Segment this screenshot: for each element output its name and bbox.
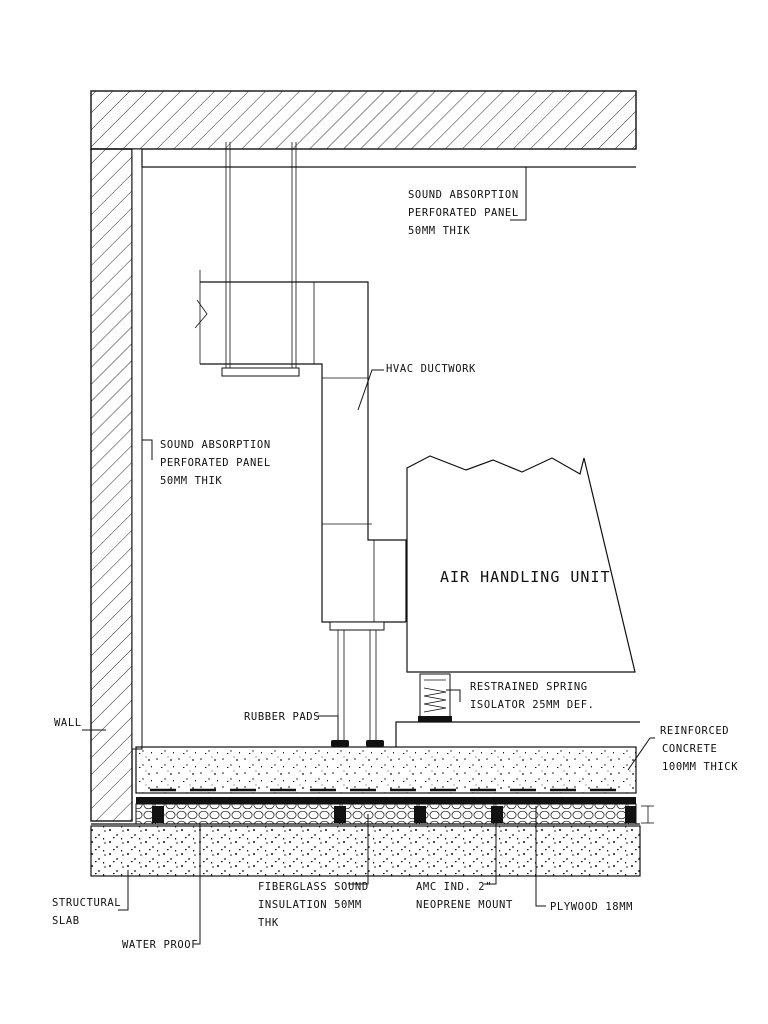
label-wall: WALL xyxy=(54,717,82,729)
svg-text:50MM THIK: 50MM THIK xyxy=(160,475,222,487)
air-handling-unit xyxy=(406,455,636,673)
label-neoprene: AMC IND. 2" NEOPRENE MOUNT xyxy=(416,881,513,911)
dimension-mark xyxy=(641,805,654,824)
svg-text:AMC IND. 2": AMC IND. 2" xyxy=(416,881,492,893)
wall-panel xyxy=(131,148,143,750)
hanger-rods xyxy=(221,142,300,377)
structural-slab xyxy=(90,823,641,877)
svg-text:INSULATION 50MM: INSULATION 50MM xyxy=(258,899,362,911)
spring-isolator xyxy=(395,673,640,747)
label-hvac: HVAC DUCTWORK xyxy=(386,363,476,375)
label-concrete: REINFORCED CONCRETE 100MM THICK xyxy=(660,725,738,773)
svg-text:SOUND ABSORPTION: SOUND ABSORPTION xyxy=(408,189,519,201)
svg-text:RESTRAINED SPRING: RESTRAINED SPRING xyxy=(470,681,588,693)
svg-text:50MM THIK: 50MM THIK xyxy=(408,225,470,237)
svg-text:NEOPRENE MOUNT: NEOPRENE MOUNT xyxy=(416,899,513,911)
label-rubber-pads: RUBBER PADS xyxy=(244,711,320,723)
plywood xyxy=(136,797,636,804)
reinforced-concrete xyxy=(135,746,637,794)
svg-text:THK: THK xyxy=(258,917,279,929)
wall xyxy=(90,148,133,822)
svg-text:CONCRETE: CONCRETE xyxy=(662,743,717,755)
label-waterproof: WATER PROOF xyxy=(122,939,198,951)
svg-text:REINFORCED: REINFORCED xyxy=(660,725,729,737)
svg-text:ISOLATOR 25MM DEF.: ISOLATOR 25MM DEF. xyxy=(470,699,595,711)
ceiling-slab xyxy=(90,90,637,150)
label-ceiling-panel: SOUND ABSORPTION PERFORATED PANEL 50MM T… xyxy=(408,189,519,237)
svg-text:SLAB: SLAB xyxy=(52,915,80,927)
label-slab: STRUCTURAL SLAB xyxy=(52,897,121,927)
svg-text:FIBERGLASS SOUND: FIBERGLASS SOUND xyxy=(258,881,369,893)
ceiling-panel xyxy=(141,149,636,168)
svg-text:PERFORATED PANEL: PERFORATED PANEL xyxy=(160,457,271,469)
fiberglass-insulation xyxy=(135,803,637,825)
label-plywood: PLYWOOD 18MM xyxy=(550,901,633,913)
svg-text:STRUCTURAL: STRUCTURAL xyxy=(52,897,121,909)
label-fiberglass: FIBERGLASS SOUND INSULATION 50MM THK xyxy=(258,881,369,929)
svg-text:SOUND ABSORPTION: SOUND ABSORPTION xyxy=(160,439,271,451)
svg-text:100MM THICK: 100MM THICK xyxy=(662,761,738,773)
svg-text:PERFORATED PANEL: PERFORATED PANEL xyxy=(408,207,519,219)
label-spring: RESTRAINED SPRING ISOLATOR 25MM DEF. xyxy=(470,681,595,711)
leader-lines xyxy=(82,167,655,945)
label-wall-panel: SOUND ABSORPTION PERFORATED PANEL 50MM T… xyxy=(160,439,271,487)
label-ahu: AIR HANDLING UNIT xyxy=(440,568,611,586)
